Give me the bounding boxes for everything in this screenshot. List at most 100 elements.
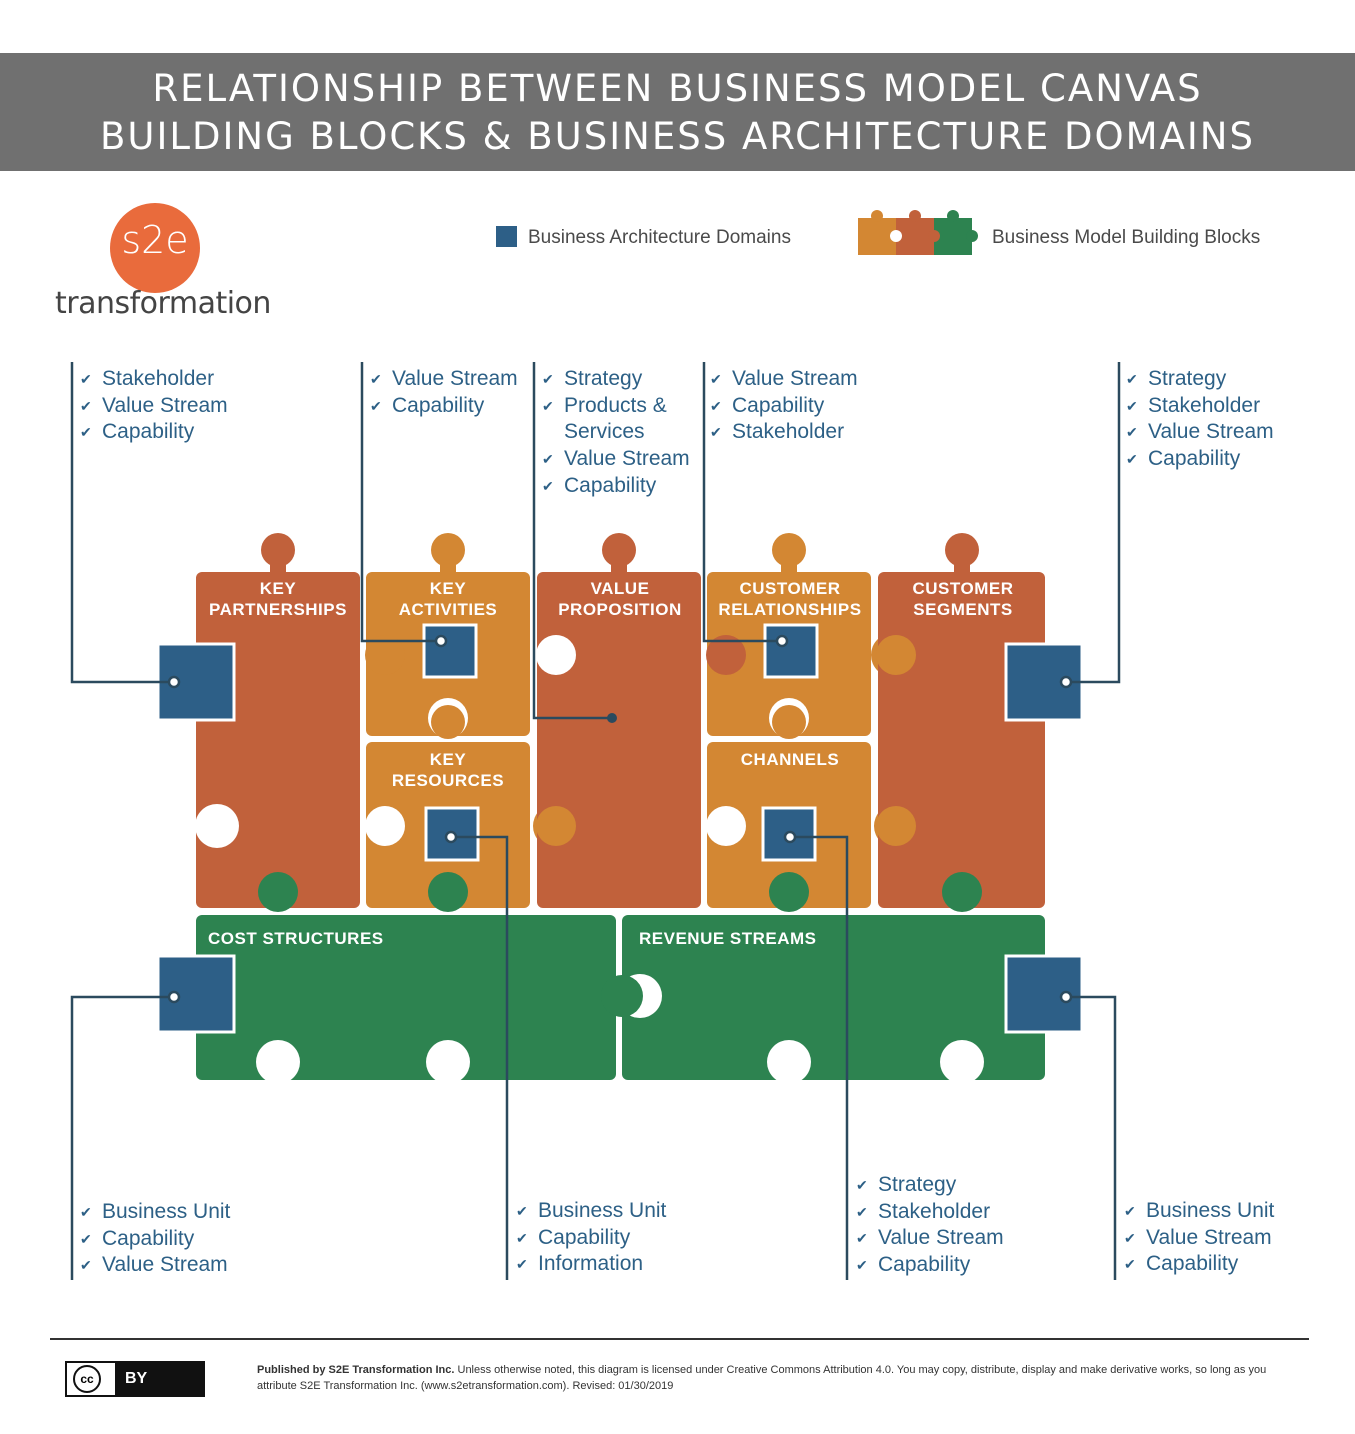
domain-list-revenue-streams: ✔ Business Unit ✔ Value Stream ✔ Capability [1122,1198,1274,1278]
list-item-label: Value Stream [1146,1225,1272,1249]
list-item-label: Services [564,420,645,444]
check-icon: ✔ [516,1203,528,1219]
list-item-label: Value Stream [564,447,690,471]
list-item-label: Value Stream [878,1226,1004,1250]
list-item: ✔ Capability [540,473,690,500]
check-icon: ✔ [856,1257,868,1274]
list-item-label: Stakeholder [732,420,845,444]
license-footnote: Published by S2E Transformation Inc. Unl… [257,1362,1297,1394]
check-icon: ✔ [710,371,722,387]
block-label-customer-segments: SEGMENTS [913,600,1012,619]
list-item: Services [540,419,690,446]
connector-dot-value-proposition [607,713,617,723]
connector-dots [167,634,1073,1004]
list-item: ✔ Business Unit [514,1198,666,1225]
legend-blocks-label: Business Model Building Blocks [992,227,1261,248]
list-item: ✔Value Stream [78,393,228,420]
list-item: ✔Strategy [540,366,690,393]
check-icon: ✔ [370,397,382,414]
by-label: BY [115,1363,203,1395]
block-label-customer-relationships: CUSTOMER [740,579,841,598]
logo-wordmark: transformation [55,286,271,321]
check-icon: ✔ [1124,1203,1136,1219]
list-item: ✔Value Stream [854,1225,1004,1252]
block-label-revenue-streams: REVENUE STREAMS [639,929,817,948]
list-item: ✔Products & [540,393,690,420]
block-label-customer-relationships: RELATIONSHIPS [718,600,861,619]
list-item: ✔Information [514,1251,666,1278]
list-item-label: Capability [878,1253,971,1277]
list-item-label: Products & [564,393,667,417]
check-icon: ✔ [80,371,92,387]
list-item-label: Value Stream [102,1253,228,1277]
footnote-text: Unless otherwise noted, this diagram is … [257,1364,1267,1392]
list-item: ✔Strategy [1124,366,1274,393]
check-icon: ✔ [80,397,92,414]
block-label-key-activities: ACTIVITIES [399,600,498,619]
legend-puzzle-icon [858,210,978,255]
domain-list-key-activities: ✔Value Stream ✔ Capability [368,366,518,419]
list-item: ✔Value Stream [1124,419,1274,446]
domain-list-key-resources: ✔ Business Unit ✔Capability✔Information [514,1198,666,1278]
list-item: ✔ Value Stream [1122,1225,1274,1252]
block-label-key-partnerships: PARTNERSHIPS [209,600,347,619]
list-item-label: Capability [102,1226,195,1250]
list-item-label: Capability [732,393,825,417]
block-labels: KEYPARTNERSHIPSKEYACTIVITIESVALUEPROPOSI… [208,579,1013,948]
check-icon: ✔ [80,424,92,441]
list-item-label: Capability [1146,1252,1239,1276]
logo-mark: s2e [121,218,189,262]
list-item-label: Capability [564,473,657,497]
logo-circle [110,203,200,293]
list-item: ✔Value Stream [540,446,690,473]
list-item: ✔Capability [708,393,858,420]
list-item: ✔ Capability [368,393,518,420]
domain-list-cost-structures: ✔ Business Unit✔Capability ✔ Value Stream [78,1199,230,1279]
list-item: ✔ Capability [1122,1251,1274,1278]
legend-domains-label: Business Architecture Domains [528,227,791,248]
check-icon: ✔ [856,1203,868,1220]
list-item-label: Business Unit [1146,1199,1275,1222]
list-item-label: Business Unit [538,1199,667,1222]
list-item-label: Business Unit [102,1200,231,1223]
block-label-value-proposition: VALUE [591,579,650,598]
list-item-label: Value Stream [732,367,858,390]
check-icon: ✔ [542,477,554,494]
check-icon: ✔ [542,371,554,387]
check-icon: ✔ [80,1204,92,1220]
check-icon: ✔ [710,424,722,441]
list-item-label: Value Stream [392,367,518,390]
list-item: ✔Capability [514,1225,666,1252]
puzzle-customer-segments [876,533,1045,908]
legend-domain-swatch [496,226,517,247]
list-item: ✔Value Stream [368,366,518,393]
footnote-publisher: Published by S2E Transformation Inc. [257,1364,455,1376]
list-item: ✔ Business Unit [1122,1198,1274,1225]
domain-list-value-proposition: ✔Strategy✔Products &Services✔Value Strea… [540,366,690,500]
cc-by-badge: cc BY [65,1361,205,1397]
list-item: ✔Capability [78,1226,230,1253]
check-icon: ✔ [516,1229,528,1246]
list-item-label: Capability [392,393,485,417]
list-item: ✔Strategy [854,1172,1004,1199]
block-label-key-partnerships: KEY [260,579,297,598]
list-item-label: Stakeholder [1148,393,1261,417]
list-item: ✔ Stakeholder [78,366,228,393]
domain-list-customer-segments: ✔Strategy✔Stakeholder✔Value Stream✔Capab… [1124,366,1274,473]
title-banner: RELATIONSHIP BETWEEN BUSINESS MODEL CANV… [0,53,1355,171]
domain-list-channels: ✔Strategy ✔ Stakeholder✔Value Stream ✔ Capab… [854,1172,1004,1279]
title-line-1: RELATIONSHIP BETWEEN BUSINESS MODEL CANV… [152,67,1203,110]
list-item-label: Value Stream [1148,420,1274,444]
list-item: ✔ Business Unit [78,1199,230,1226]
check-icon: ✔ [1124,1229,1136,1246]
check-icon: ✔ [1126,397,1138,414]
list-item: ✔ Stakeholder [854,1199,1004,1226]
domain-list-customer-relationships: ✔ Value Stream ✔Capability ✔ Stakeholder [708,366,858,446]
list-item-label: Stakeholder [102,367,215,390]
check-icon: ✔ [1124,1256,1136,1273]
list-item-label: Strategy [878,1173,957,1196]
list-item-label: Capability [1148,447,1241,471]
list-item-label: Stakeholder [878,1199,991,1223]
block-label-cost-structures: COST STRUCTURES [208,929,384,948]
